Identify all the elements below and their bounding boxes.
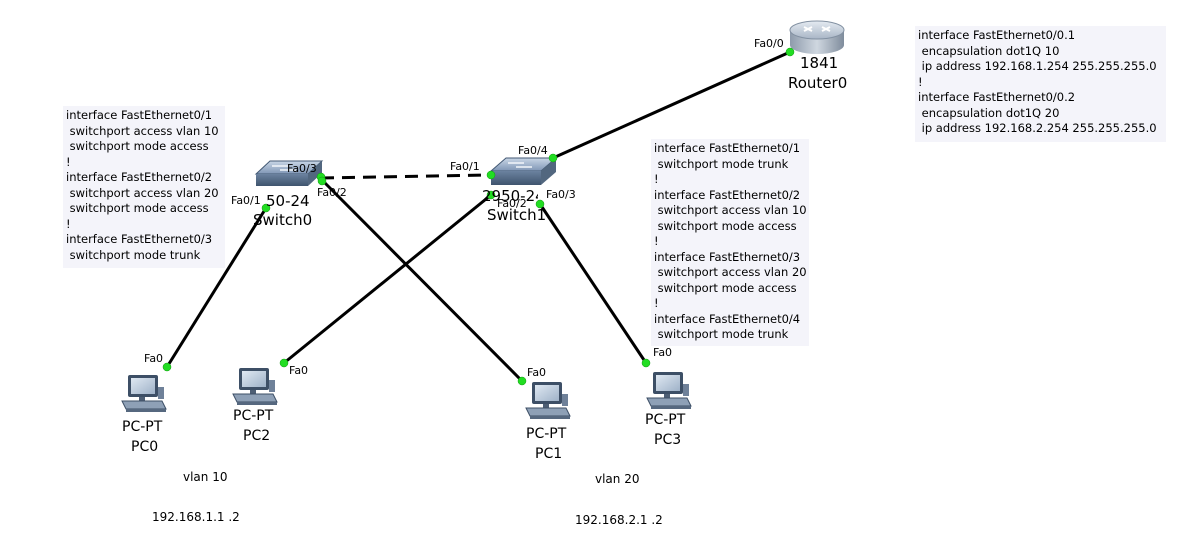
port-light-s0-fa02	[317, 176, 327, 186]
pc2-type: PC-PT	[233, 408, 274, 424]
port-label-s1-fa02: Fa0/2	[497, 197, 527, 210]
switch1-model: 2950-24	[482, 187, 538, 205]
subnet2-label: 192.168.2.1 .2	[575, 513, 663, 527]
port-light-pc2	[279, 358, 289, 368]
router0-icon[interactable]	[789, 20, 845, 54]
port-label-s1-fa01: Fa0/1	[450, 160, 480, 173]
port-label-pc2-fa0: Fa0	[289, 364, 309, 377]
switch0-icon[interactable]	[254, 160, 324, 186]
config-note-switch0: interface FastEthernet0/1 switchport acc…	[63, 106, 225, 268]
switch0-model: 50-24	[266, 192, 310, 210]
link-switch1-router[interactable]	[552, 50, 791, 160]
port-label-s1-fa03: Fa0/3	[546, 188, 576, 201]
pc1-icon[interactable]	[525, 381, 571, 420]
port-light-s0-fa01	[261, 203, 271, 213]
port-light-s1-fa01	[486, 170, 496, 180]
switch1-name: Switch1	[487, 206, 547, 224]
port-label-s1-fa04: Fa0/4	[518, 144, 548, 157]
port-light-pc0	[162, 362, 172, 372]
port-label-s0-fa01: Fa0/1	[231, 194, 261, 207]
pc0-name: PC0	[131, 439, 159, 455]
port-light-s1-fa02	[486, 190, 496, 200]
port-label-pc1-fa0: Fa0	[527, 366, 547, 379]
pc2-icon[interactable]	[232, 367, 278, 406]
pc3-icon[interactable]	[646, 371, 692, 410]
switch1-icon[interactable]	[489, 157, 558, 185]
link-switch1-pc2[interactable]	[283, 193, 492, 365]
port-light-pc3	[641, 358, 651, 368]
router0-name: Router0	[788, 74, 848, 92]
port-label-s0-fa02: Fa0/2	[317, 186, 347, 199]
subnet1-label: 192.168.1.1 .2	[152, 510, 240, 524]
link-switch0-switch1-trunk[interactable]	[320, 173, 492, 180]
vlan10-label: vlan 10	[183, 470, 228, 484]
port-light-s1-fa04	[548, 153, 558, 163]
port-label-pc0-fa0: Fa0	[144, 352, 164, 365]
pc3-name: PC3	[654, 432, 682, 448]
switch0-name: Switch0	[253, 211, 313, 229]
pc1-type: PC-PT	[526, 426, 567, 442]
port-light-s1-fa03	[535, 199, 545, 209]
link-pc0-switch0[interactable]	[165, 207, 268, 368]
link-switch0-pc1[interactable]	[319, 177, 524, 383]
port-label-router-fa00: Fa0/0	[754, 37, 784, 50]
router0-model: 1841	[800, 54, 839, 72]
pc0-icon[interactable]	[121, 374, 167, 413]
vlan20-label: vlan 20	[595, 472, 640, 486]
port-light-pc1	[517, 376, 527, 386]
port-light-router	[785, 47, 795, 57]
link-switch1-pc3[interactable]	[538, 203, 648, 364]
config-note-switch1: interface FastEthernet0/1 switchport mod…	[651, 139, 809, 346]
port-label-s0-fa03: Fa0/3	[287, 162, 317, 175]
config-note-router0: interface FastEthernet0/0.1 encapsulatio…	[915, 26, 1166, 142]
pc3-type: PC-PT	[645, 412, 686, 428]
port-label-pc3-fa0: Fa0	[653, 346, 673, 359]
pc2-name: PC2	[243, 428, 271, 444]
pc0-type: PC-PT	[122, 419, 163, 435]
pc1-name: PC1	[535, 446, 563, 462]
